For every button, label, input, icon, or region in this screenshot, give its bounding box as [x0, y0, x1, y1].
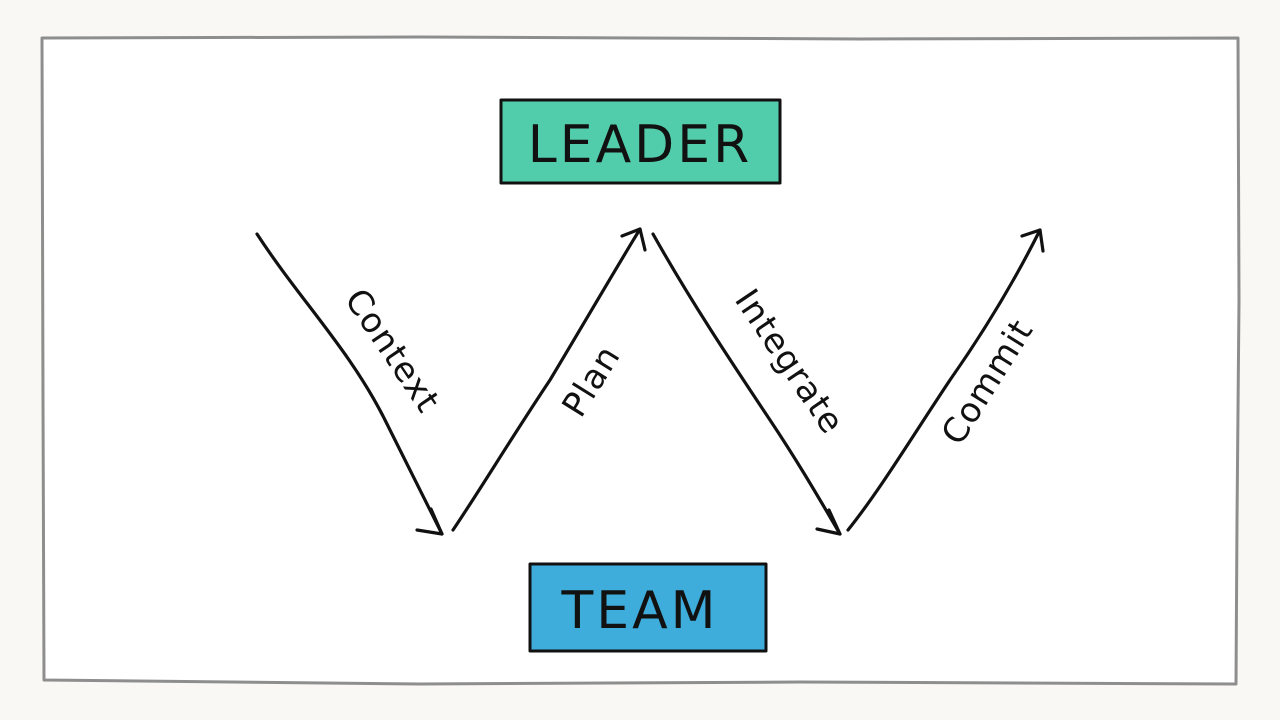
plan-arrow-line — [451, 227, 642, 532]
diagram-frame — [40, 35, 1241, 686]
team-node: TEAM — [528, 562, 768, 653]
context-arrow-line — [255, 232, 444, 536]
leader-node: LEADER — [499, 98, 782, 185]
plan-arrow-head — [620, 227, 647, 252]
integrate-arrow-line — [651, 232, 842, 536]
commit-arrow-head — [1020, 228, 1045, 253]
leader-box — [499, 98, 782, 185]
leader-label: LEADER — [528, 115, 752, 175]
commit-arrow-line — [846, 228, 1042, 532]
context-arrow-head — [415, 507, 444, 536]
team-label: TEAM — [560, 581, 718, 641]
team-box — [528, 562, 768, 653]
integrate-arrow-head — [815, 508, 842, 536]
